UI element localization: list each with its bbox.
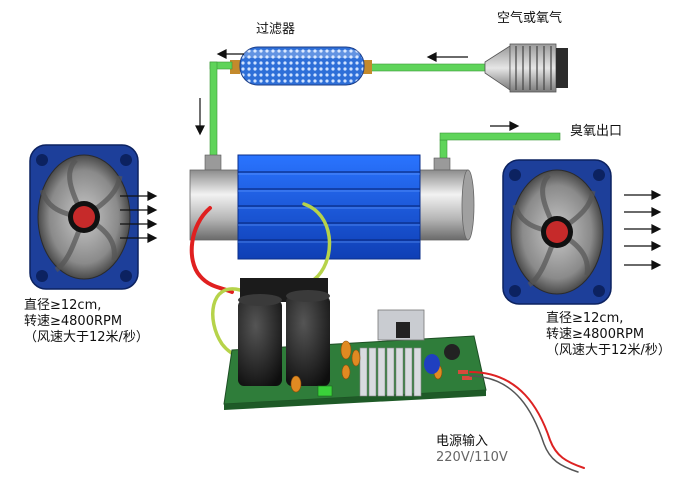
air-source-label: 空气或氧气 [497, 11, 563, 26]
left-cooling-fan [29, 144, 139, 290]
ozone-generator-tube [189, 154, 475, 260]
pipe-flow-arrows [195, 49, 244, 136]
left-fan-spec-diameter: 直径≥12cm, [24, 298, 102, 313]
air-source-nozzle [484, 43, 568, 93]
power-input-label: 电源输入 220V/110V [436, 434, 508, 466]
right-fan-airflow-arrows [624, 190, 662, 270]
outlet-flow-arrow [490, 121, 520, 131]
right-cooling-fan [502, 159, 612, 305]
filter [230, 46, 372, 86]
power-input-title: 电源输入 [436, 434, 489, 449]
left-fan-airflow-arrows [120, 191, 158, 243]
left-fan-spec: 直径≥12cm, 转速≥4800RPM （风速大于12米/秒） [24, 298, 149, 346]
ozone-outlet-label: 臭氧出口 [570, 124, 623, 139]
inlet-flow-arrow [426, 52, 468, 62]
filter-to-generator-pipe [204, 61, 233, 171]
power-input-cable [469, 371, 585, 473]
right-fan-spec-rpm: 转速≥4800RPM [546, 327, 645, 342]
right-fan-spec-wind: （风速大于12米/秒） [546, 343, 671, 358]
filter-label: 过滤器 [256, 22, 296, 37]
power-input-voltage: 220V/110V [436, 450, 508, 465]
inlet-pipe [369, 63, 486, 72]
right-fan-spec-diameter: 直径≥12cm, [546, 311, 624, 326]
left-fan-spec-wind: （风速大于12米/秒） [24, 330, 149, 345]
left-fan-spec-rpm: 转速≥4800RPM [24, 314, 123, 329]
red-high-voltage-wire [189, 206, 234, 294]
power-supply-board [223, 278, 487, 410]
right-fan-spec: 直径≥12cm, 转速≥4800RPM （风速大于12米/秒） [546, 311, 671, 359]
